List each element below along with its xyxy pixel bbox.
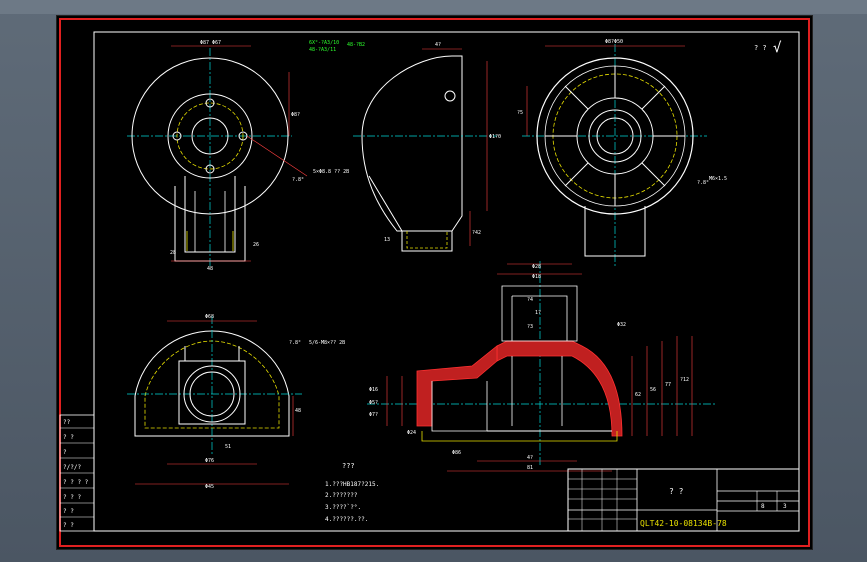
revision-cell-6: ? ? xyxy=(63,508,74,515)
dim-br-7: Φ7? xyxy=(369,412,378,418)
revision-cell-3: ?/?/? xyxy=(63,464,81,471)
dim-bl-5: Φ76 xyxy=(205,458,214,464)
revision-cell-5: ? ? ? xyxy=(63,494,81,501)
drawing-number: QLT42-10-08134B-78 xyxy=(640,519,727,528)
dim-br-0: Φ28 xyxy=(532,264,541,270)
dim-tm-1: 48-?A3/11 xyxy=(309,47,336,53)
dim-br-10: 62 xyxy=(635,392,641,398)
outer-sheet-border xyxy=(59,18,810,547)
dim-bl-6: Φ45 xyxy=(205,484,214,490)
dim-bl-1: ?.8° xyxy=(289,340,301,346)
note-1: 1.???HB187?215. xyxy=(325,481,379,488)
drawing-canvas[interactable]: ?? ? ? ? ?/?/? ? ? ? ? ? ? ? ? ? ? ? ? ?… xyxy=(56,15,813,550)
roughness-mark: √ xyxy=(773,40,782,56)
dim-br-12: 77 xyxy=(665,382,671,388)
dim-br-1: Φ18 xyxy=(532,274,541,280)
dim-tm-5: ?42 xyxy=(472,230,481,236)
dim-br-13: ?12 xyxy=(680,377,689,383)
title-block: ? ? QLT42-10-08134B-78 8 3 xyxy=(567,468,800,532)
notes-title: ??? xyxy=(342,462,355,470)
roughness-symbol: ? ? √ xyxy=(754,40,782,56)
dim-tr-3: M6×1.5 xyxy=(709,176,727,182)
dim-tm-4: Φ1?0 xyxy=(489,134,501,140)
dim-br-2: ?4 xyxy=(527,297,533,303)
title-text: ? ? xyxy=(669,487,684,496)
dim-tl-2: 5×Φ8.8 ?? 2B xyxy=(313,169,349,175)
technical-notes: ??? 1.???HB187?215. 2.??????? 3.????`?°.… xyxy=(325,462,379,523)
dim-tl-3: 26 xyxy=(253,242,259,248)
roughness-note: ? ? xyxy=(754,44,767,52)
view-top-right: Φ8?Φ50 ?5 ?.8° M6×1.5 xyxy=(517,39,727,266)
revision-cell-7: ? ? xyxy=(63,522,74,529)
dim-br-16: Φ86 xyxy=(452,450,461,456)
dim-br-5: Φ16 xyxy=(369,387,378,393)
dim-tr-1: ?5 xyxy=(517,110,523,116)
view-top-middle: 6X°-?A3/10 48-?A3/11 48-?B2 4? Φ1?0 ?42 … xyxy=(309,40,501,252)
dim-br-4: ?3 xyxy=(527,324,533,330)
dim-bl-3: 48 xyxy=(295,408,301,414)
dim-br-3: 1? xyxy=(535,310,541,316)
dim-tm-0: 6X°-?A3/10 xyxy=(309,40,339,46)
revision-cell-0: ?? xyxy=(63,419,71,426)
note-4: 4.??????.??. xyxy=(325,516,368,523)
viewer-title-bar xyxy=(0,0,867,14)
dim-br-14: Φ32 xyxy=(617,322,626,328)
drawing-svg: ?? ? ? ? ?/?/? ? ? ? ? ? ? ? ? ? ? ? ? ?… xyxy=(59,18,810,547)
revision-cell-2: ? xyxy=(63,449,67,456)
inner-drawing-frame xyxy=(93,31,800,532)
dim-tr-0: Φ8?Φ50 xyxy=(605,39,623,45)
dim-bl-0: Φ68 xyxy=(205,314,214,320)
dim-br-6: Φ5? xyxy=(369,400,378,406)
note-2: 2.??????? xyxy=(325,492,358,499)
dim-br-15: Φ24 xyxy=(407,430,416,436)
revision-cell-4: ? ? ? ? xyxy=(63,479,89,486)
dim-tl-0: Φ87 Φ67 xyxy=(200,40,221,46)
revision-table: ?? ? ? ? ?/?/? ? ? ? ? ? ? ? ? ? ? ? xyxy=(59,414,95,532)
dim-tm-6: 13 xyxy=(384,237,390,243)
dim-tm-2: 48-?B2 xyxy=(347,42,365,48)
dim-br-8: 4? xyxy=(527,455,533,461)
dim-br-9: 81 xyxy=(527,465,533,471)
dim-tm-3: 4? xyxy=(435,42,441,48)
title-col-a: 8 xyxy=(761,503,765,510)
dim-bl-4: 51 xyxy=(225,444,231,450)
dim-tl-5: 48 xyxy=(207,266,213,272)
view-bottom-right: Φ28 Φ18 ?4 1? ?3 Φ16 Φ5? Φ7? 4? 81 62 56… xyxy=(367,261,717,472)
dim-bl-2: 5/6-M8×?? 2B xyxy=(309,340,345,346)
view-bottom-left: Φ68 ?.8° 5/6-M8×?? 2B 48 51 Φ76 Φ45 xyxy=(127,314,345,490)
dim-tl-6: 28 xyxy=(170,250,176,256)
dim-br-11: 56 xyxy=(650,387,656,393)
dim-tr-2: ?.8° xyxy=(697,180,709,186)
dim-tl-1: ?.8° xyxy=(292,177,304,183)
note-3: 3.????`?°. xyxy=(325,504,361,511)
revision-cell-1: ? ? xyxy=(63,434,74,441)
dim-tl-4: Φ8? xyxy=(291,112,300,118)
title-col-b: 3 xyxy=(783,503,787,510)
view-top-left: Φ87 Φ67 ?.8° 5×Φ8.8 ?? 2B 26 Φ8? 48 28 xyxy=(127,40,349,272)
